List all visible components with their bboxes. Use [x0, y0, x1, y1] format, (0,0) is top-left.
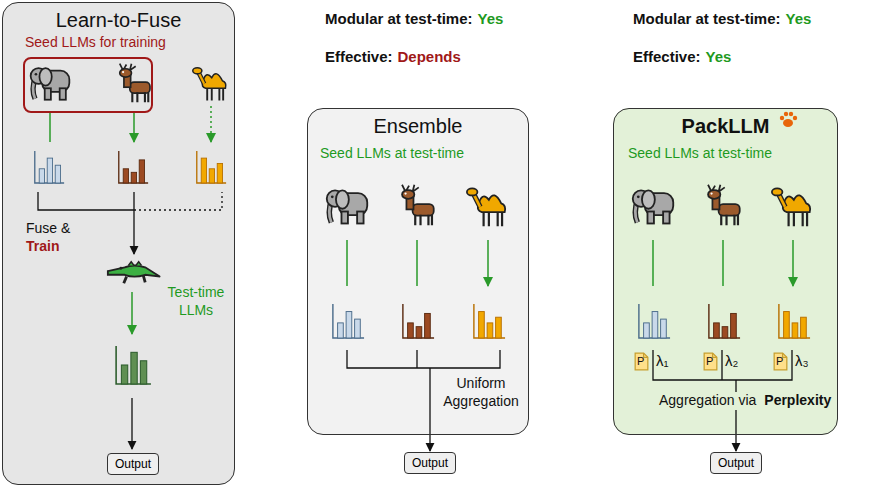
- output-box: Output: [710, 452, 762, 474]
- step-label: Fuse &: [26, 220, 70, 238]
- step-label: Perplexity: [762, 392, 833, 410]
- output-text: Output: [115, 457, 151, 471]
- doc-icon-letter: P: [637, 355, 644, 369]
- property-value: Yes: [478, 10, 504, 29]
- property-value: Effective:: [633, 48, 701, 67]
- step-label: Test-time LLMs: [160, 284, 232, 319]
- panel-title: Seed LLMs for training: [25, 34, 151, 50]
- flow-arrow: [735, 434, 736, 451]
- output-text: Output: [412, 456, 448, 470]
- step-label: Aggregation via: [657, 392, 758, 410]
- step-label: Uniform Aggregation: [438, 375, 524, 410]
- flow-arrow: [429, 434, 430, 451]
- section-label: Seed LLMs at test-time: [320, 145, 464, 163]
- output-text: Output: [718, 456, 754, 470]
- panel-title: Ensemble: [308, 115, 528, 138]
- property-label: Modular at test-time:: [633, 10, 781, 29]
- property-label: Modular at test-time:: [325, 10, 473, 29]
- property-value: Yes: [706, 48, 732, 67]
- doc-icon-letter: P: [706, 355, 713, 369]
- property-value: Depends: [398, 48, 461, 67]
- output-box: Output: [404, 452, 456, 474]
- panel-title: PackLLM: [614, 115, 837, 138]
- property-label: Effective:: [325, 48, 393, 67]
- section-label: Seed LLMs at test-time: [628, 145, 772, 163]
- weight-symbol: λ₂: [725, 352, 738, 371]
- weight-symbol: λ₁: [656, 352, 669, 371]
- weight-symbol: λ₃: [795, 352, 809, 371]
- step-label: Train: [26, 238, 59, 256]
- doc-icon-letter: P: [776, 355, 783, 369]
- output-box: Output: [107, 453, 159, 475]
- property-value: Yes: [786, 10, 812, 29]
- seed-group-box: Seed LLMs for training: [23, 57, 153, 113]
- panel-title: Learn-to-Fuse: [3, 9, 234, 32]
